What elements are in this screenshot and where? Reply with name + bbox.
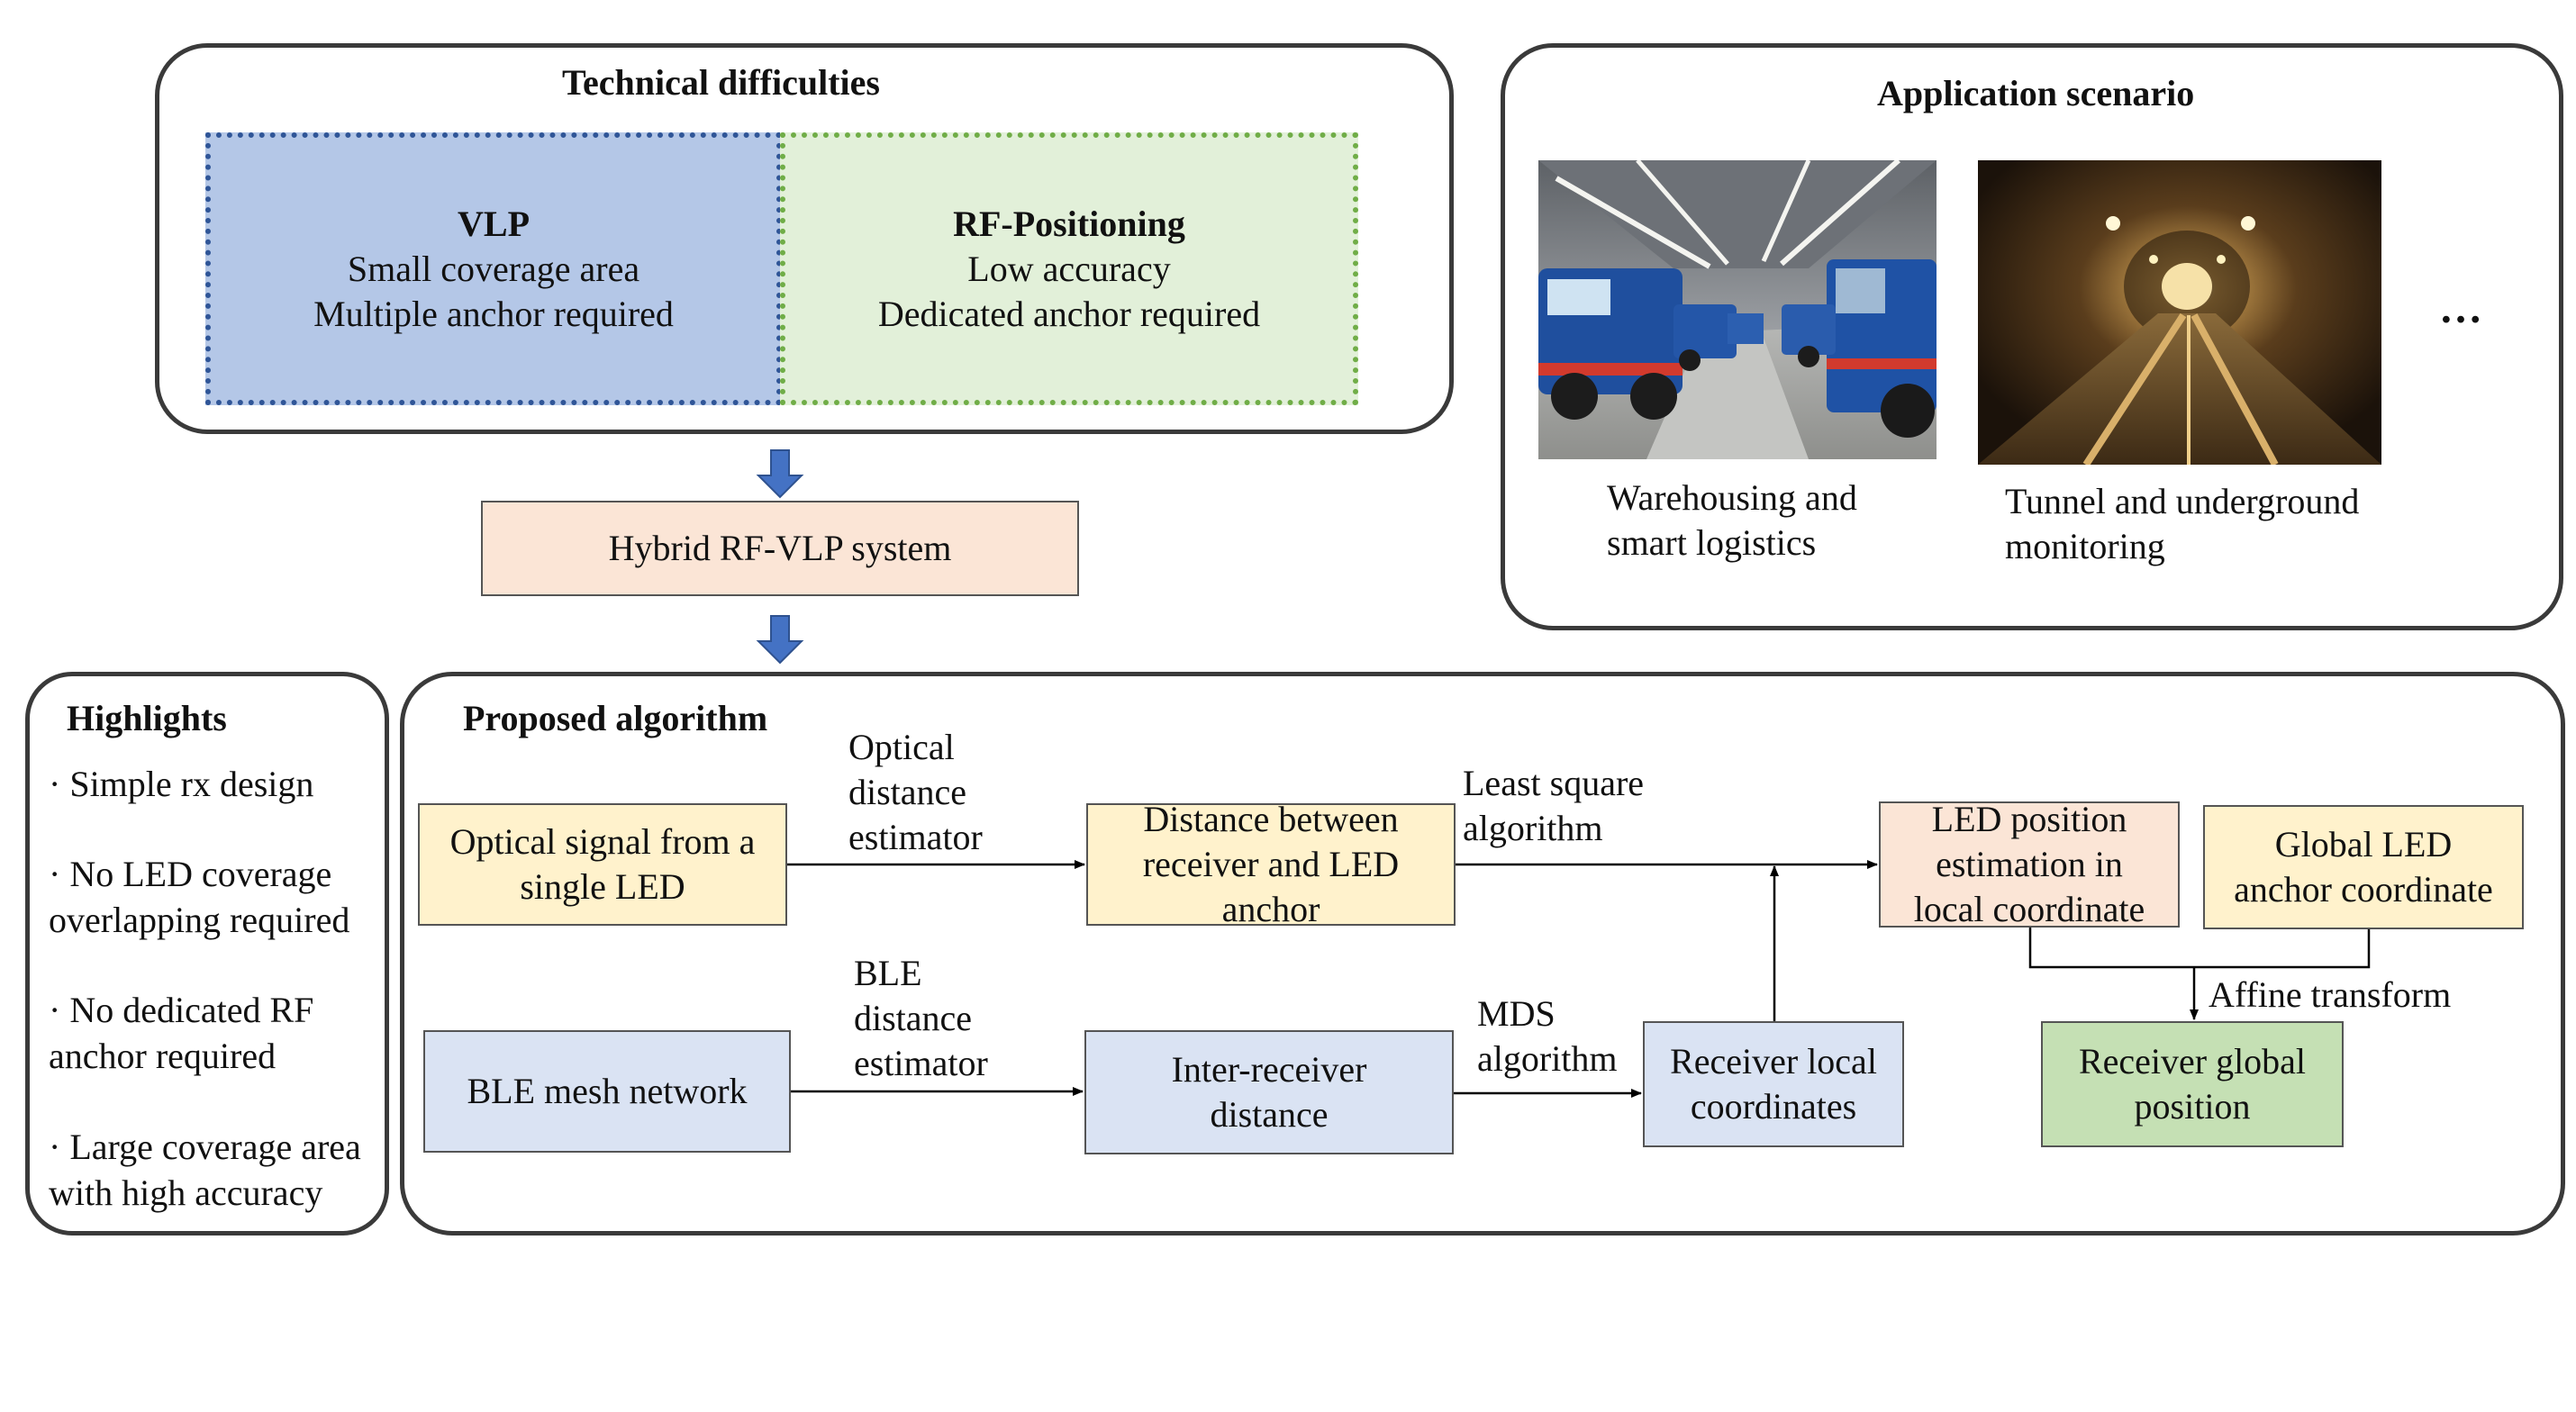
led-position-line-1: LED position [1931, 801, 2127, 839]
vlp-box: VLP Small coverage area Multiple anchor … [205, 132, 782, 405]
led-position-estimation-box: LED position estimation in local coordin… [1879, 801, 2180, 928]
application-scenario-title: Application scenario [1877, 73, 2195, 113]
rf-title: RF-Positioning [953, 203, 1185, 244]
rf-positioning-box: RF-Positioning Low accuracy Dedicated an… [780, 132, 1358, 405]
distance-led-line-2: receiver and LED [1142, 844, 1400, 884]
optical-signal-line-2: single LED [520, 866, 685, 907]
highlight-3-line-2: anchor required [49, 1036, 277, 1076]
receiver-global-line-1: Receiver global [2078, 1041, 2307, 1082]
optical-estimator-line-3: estimator [848, 817, 983, 857]
mds-label: MDS algorithm [1477, 991, 1618, 1082]
least-square-label: Least square algorithm [1463, 761, 1644, 851]
inter-receiver-line-2: distance [1210, 1094, 1329, 1135]
tunnel-caption-line-2: monitoring [2005, 526, 2165, 566]
vlp-title: VLP [458, 203, 530, 244]
receiver-global-line-2: position [2134, 1086, 2251, 1127]
highlight-4-line-1: · Large coverage area [49, 1127, 361, 1167]
down-arrow-2 [756, 615, 804, 665]
highlight-1-line-1: · Simple rx design [49, 764, 314, 804]
optical-signal-line-1: Optical signal from a [449, 821, 756, 862]
global-led-anchor-box: Global LED anchor coordinate [2203, 805, 2524, 929]
tunnel-caption-line-1: Tunnel and underground [2005, 481, 2360, 521]
highlight-2-line-1: · No LED coverage [49, 854, 332, 894]
highlight-item-2: · No LED coverage overlapping required [49, 851, 349, 943]
ble-estimator-line-2: distance [854, 998, 973, 1038]
affine-transform-label: Affine transform [2209, 974, 2452, 1015]
led-position-line-3: local coordinate [1913, 889, 2145, 928]
vlp-line-2: Multiple anchor required [313, 293, 674, 334]
global-led-line-1: Global LED [2274, 824, 2453, 864]
ble-mesh-line-1: BLE mesh network [467, 1071, 748, 1111]
mds-line-2: algorithm [1477, 1038, 1618, 1079]
least-square-line-1: Least square [1463, 763, 1645, 803]
highlight-2-line-2: overlapping required [49, 900, 350, 940]
inter-receiver-distance-box: Inter-receiver distance [1084, 1030, 1454, 1154]
distance-receiver-led-box: Distance between receiver and LED anchor [1086, 803, 1456, 926]
highlight-3-line-1: · No dedicated RF [49, 990, 314, 1030]
down-arrow-1 [756, 449, 804, 499]
warehouse-caption: Warehousing and smart logistics [1607, 475, 1857, 566]
warehouse-caption-line-1: Warehousing and [1607, 477, 1857, 518]
ble-estimator-line-3: estimator [854, 1043, 988, 1083]
global-led-line-2: anchor coordinate [2234, 869, 2493, 910]
tunnel-caption: Tunnel and underground monitoring [2005, 479, 2359, 569]
highlight-4-line-2: with high accuracy [49, 1172, 323, 1213]
hybrid-label: Hybrid RF-VLP system [608, 528, 952, 568]
highlights-title: Highlights [67, 698, 227, 738]
highlights-panel [25, 672, 389, 1236]
optical-estimator-line-1: Optical [848, 727, 955, 767]
vlp-line-1: Small coverage area [347, 248, 640, 289]
receiver-local-line-2: coordinates [1690, 1086, 1857, 1127]
ble-estimator-line-1: BLE [854, 953, 922, 993]
highlight-item-4: · Large coverage area with high accuracy [49, 1124, 361, 1216]
mds-line-1: MDS [1477, 993, 1556, 1034]
ble-estimator-label: BLE distance estimator [854, 951, 988, 1086]
merge-line [2028, 928, 2371, 969]
warehouse-caption-line-2: smart logistics [1607, 522, 1817, 563]
optical-signal-box: Optical signal from a single LED [418, 803, 787, 926]
optical-estimator-line-2: distance [848, 772, 967, 812]
inter-receiver-line-1: Inter-receiver [1171, 1049, 1367, 1090]
proposed-algorithm-title: Proposed algorithm [463, 698, 768, 738]
warehouse-photo [1538, 160, 1937, 459]
receiver-global-position-box: Receiver global position [2041, 1021, 2344, 1147]
distance-led-line-3: anchor [1221, 889, 1320, 926]
tunnel-photo [1978, 160, 2381, 465]
hybrid-system-box: Hybrid RF-VLP system [481, 501, 1079, 596]
rf-line-1: Low accuracy [967, 248, 1171, 289]
optical-estimator-label: Optical distance estimator [848, 725, 983, 860]
technical-difficulties-title: Technical difficulties [562, 62, 880, 103]
least-square-line-2: algorithm [1463, 808, 1603, 848]
ble-mesh-network-box: BLE mesh network [423, 1030, 791, 1153]
rf-line-2: Dedicated anchor required [877, 293, 1261, 334]
more-ellipsis: … [2439, 285, 2482, 332]
receiver-local-line-1: Receiver local [1670, 1041, 1877, 1082]
highlight-item-1: · Simple rx design [49, 761, 313, 807]
highlight-item-3: · No dedicated RF anchor required [49, 987, 313, 1079]
led-position-line-2: estimation in [1936, 844, 2123, 884]
receiver-local-coordinates-box: Receiver local coordinates [1643, 1021, 1904, 1147]
distance-led-line-1: Distance between [1143, 803, 1399, 839]
